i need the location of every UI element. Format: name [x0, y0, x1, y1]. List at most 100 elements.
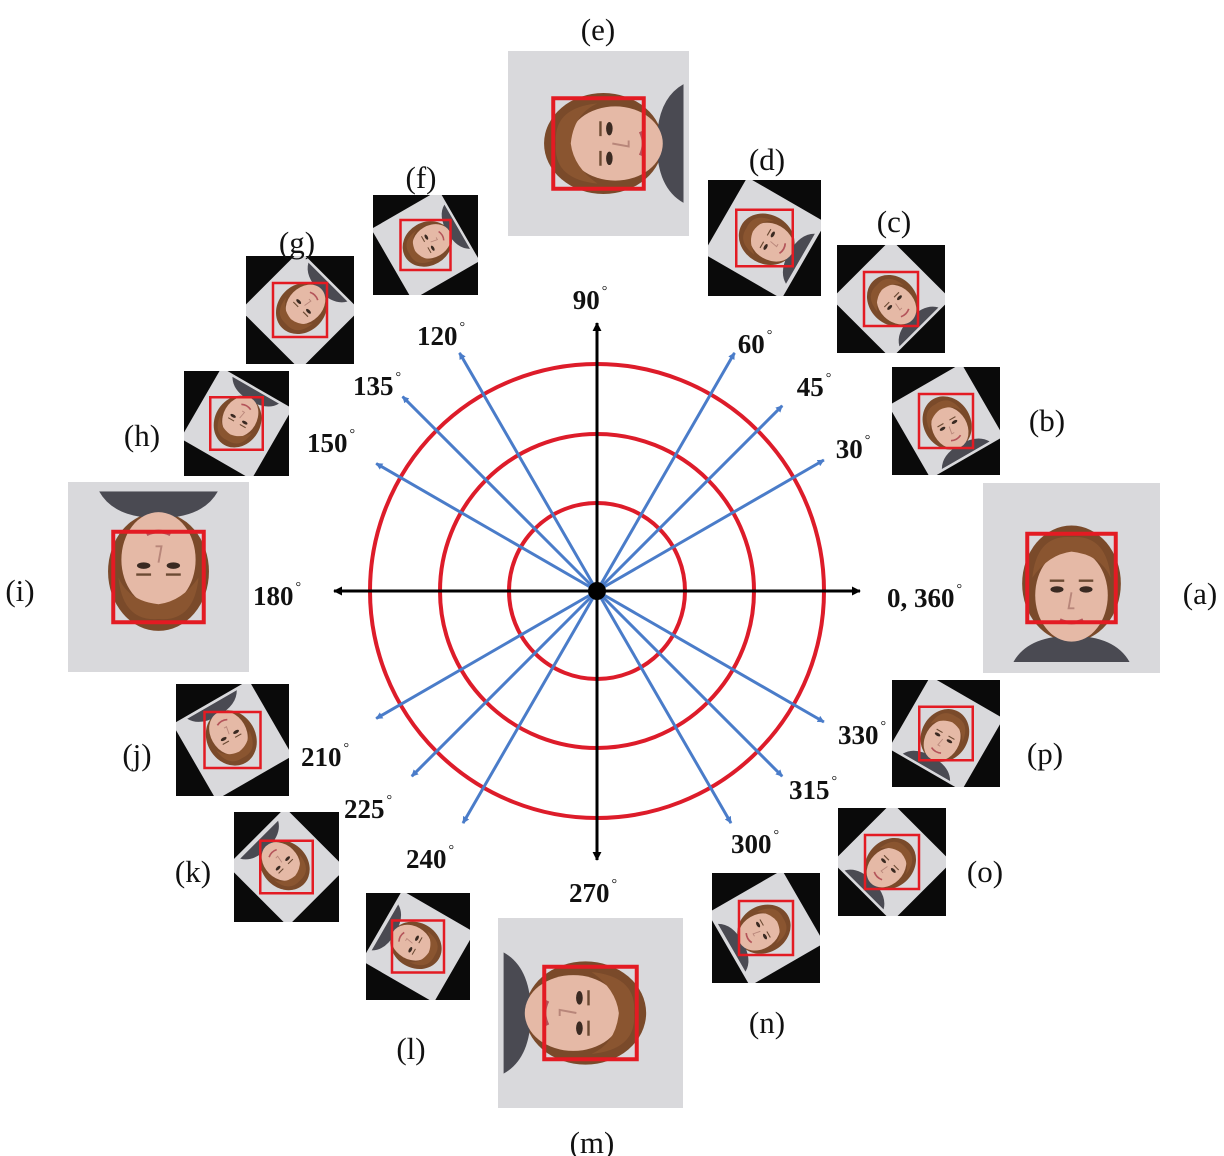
angle-label-210: 210°: [301, 741, 349, 772]
degree-symbol: °: [773, 828, 779, 843]
degree-symbol: °: [448, 843, 454, 858]
face-detection-box: [862, 270, 920, 328]
angle-value: 240: [406, 844, 447, 874]
face-detection-box: [259, 839, 314, 895]
degree-symbol: °: [831, 774, 837, 789]
degree-symbol: °: [826, 371, 832, 386]
panel-label-k: (k): [175, 854, 211, 889]
angle-value: 135: [353, 371, 394, 401]
angle-value: 30: [836, 434, 863, 464]
face-panel-p: [892, 680, 1000, 787]
face-detection-box: [863, 833, 921, 891]
panel-label-a: (a): [1183, 576, 1217, 611]
angle-label-315: 315°: [789, 774, 837, 805]
face-detection-box: [551, 96, 646, 191]
degree-symbol: °: [957, 582, 963, 597]
angle-label-0: 0, 360°: [887, 582, 962, 613]
degree-symbol: °: [343, 741, 349, 756]
angle-label-330: 330°: [838, 719, 886, 750]
degree-symbol: °: [880, 719, 886, 734]
angle-value: 300: [731, 829, 772, 859]
face-detection-box: [390, 919, 446, 974]
face-detection-box: [735, 208, 794, 268]
face-panel-o: [838, 808, 946, 916]
face-panel-j: [176, 684, 289, 796]
panel-label-h: (h): [124, 418, 160, 453]
angle-label-30: 30°: [836, 433, 871, 464]
angle-value: 90: [573, 285, 600, 315]
face-panel-f: [373, 195, 478, 295]
face-detection-box: [918, 705, 974, 762]
face-detection-box: [399, 218, 452, 272]
origin-dot: [588, 582, 606, 600]
angle-label-120: 120°: [417, 320, 465, 351]
panel-label-g: (g): [279, 225, 315, 260]
ray-300: [595, 590, 733, 824]
degree-symbol: °: [611, 877, 617, 892]
ray-150: [375, 462, 598, 593]
angle-value: 270: [569, 878, 610, 908]
panel-label-p: (p): [1027, 736, 1063, 771]
ray-30: [596, 458, 825, 593]
degree-symbol: °: [602, 284, 608, 299]
panel-label-b: (b): [1029, 403, 1065, 438]
angle-rays: [375, 352, 825, 824]
face-panel-h: [184, 371, 289, 476]
face-detection-box: [1025, 531, 1118, 625]
panel-label-c: (c): [877, 204, 911, 239]
angle-label-90: 90°: [573, 284, 608, 315]
face-detection-box: [203, 710, 262, 770]
angle-value: 210: [301, 742, 342, 772]
angle-value: 150: [307, 428, 348, 458]
panel-label-d: (d): [749, 142, 785, 177]
ray-210: [375, 589, 598, 720]
ray-120: [458, 352, 599, 592]
ray-135: [401, 395, 599, 593]
ray-315: [595, 589, 784, 778]
face-panel-l: [366, 893, 470, 1000]
panel-label-m: (m): [570, 1125, 615, 1156]
panel-label-i: (i): [5, 573, 34, 608]
face-panel-b: [892, 367, 1000, 475]
ray-240: [461, 590, 599, 824]
face-panel-m: [498, 918, 683, 1108]
face-detection-box: [271, 281, 329, 339]
angle-value: 120: [417, 321, 458, 351]
face-panel-k: [234, 812, 339, 922]
angle-labels: 0, 360°30°45°60°90°120°135°150°180°210°2…: [253, 284, 962, 908]
angle-value: 0, 360: [887, 583, 955, 613]
panel-label-l: (l): [396, 1031, 425, 1066]
face-detection-box: [209, 396, 264, 451]
face-panel-d: [708, 180, 821, 296]
degree-symbol: °: [865, 433, 871, 448]
angle-value: 180: [253, 581, 294, 611]
panel-label-f: (f): [406, 160, 437, 195]
angle-label-45: 45°: [797, 371, 832, 402]
angle-label-225: 225°: [344, 793, 392, 824]
angle-value: 315: [789, 775, 830, 805]
face-panel-i: [68, 482, 249, 672]
degree-symbol: °: [386, 793, 392, 808]
ray-60: [595, 352, 736, 592]
panel-label-n: (n): [749, 1005, 785, 1040]
degree-symbol: °: [767, 328, 773, 343]
angle-label-270: 270°: [569, 877, 617, 908]
face-panel-c: [837, 245, 945, 353]
angle-label-150: 150°: [307, 427, 355, 458]
angle-value: 45: [797, 372, 824, 402]
angle-label-60: 60°: [738, 328, 773, 359]
ray-45: [595, 404, 784, 593]
angle-label-240: 240°: [406, 843, 454, 874]
degree-symbol: °: [295, 580, 301, 595]
angle-label-180: 180°: [253, 580, 301, 611]
face-detection-box: [737, 899, 795, 957]
face-panel-a: [983, 483, 1160, 673]
panel-label-j: (j): [122, 737, 151, 772]
panel-labels: (a)(b)(c)(d)(e)(f)(g)(h)(i)(j)(k)(l)(m)(…: [5, 12, 1217, 1156]
face-panels: [68, 51, 1160, 1108]
angle-value: 225: [344, 794, 385, 824]
face-panel-n: [712, 873, 820, 983]
degree-symbol: °: [349, 427, 355, 442]
